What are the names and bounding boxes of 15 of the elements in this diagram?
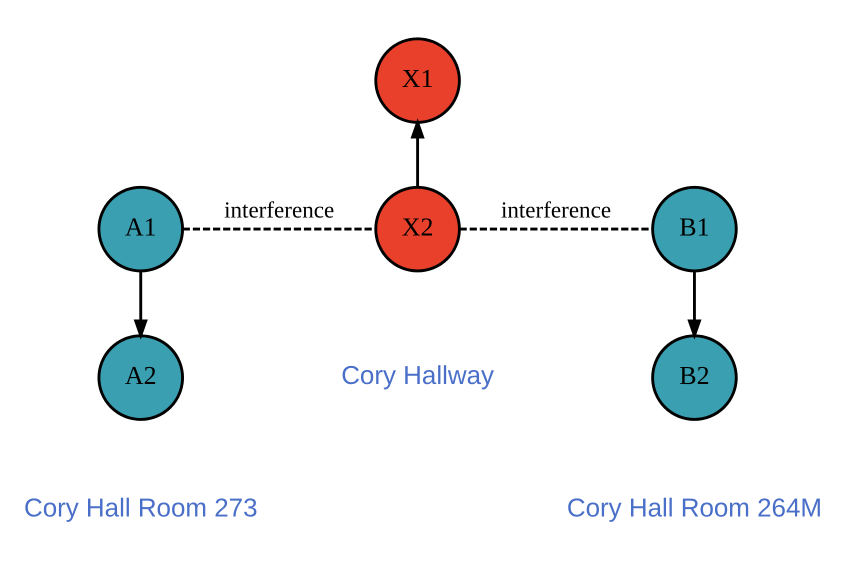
node-circle: B1 — [651, 185, 738, 272]
node-circle: A2 — [97, 334, 184, 420]
node-circle: X1 — [374, 36, 461, 124]
node-circle: X2 — [374, 185, 461, 272]
arrow — [687, 270, 702, 340]
arrow — [134, 270, 148, 340]
node-circle: B2 — [651, 334, 738, 420]
arrow — [410, 118, 425, 186]
edge-label: interference — [224, 196, 334, 222]
node-label: Cory Hallway — [341, 361, 494, 390]
node-label: Cory Hall Room 264M — [566, 494, 822, 522]
node-label: Cory Hall Room 273 — [24, 494, 258, 522]
node-circle: A1 — [97, 185, 184, 272]
edge-label: interference — [500, 196, 612, 222]
connector — [460, 227, 652, 230]
